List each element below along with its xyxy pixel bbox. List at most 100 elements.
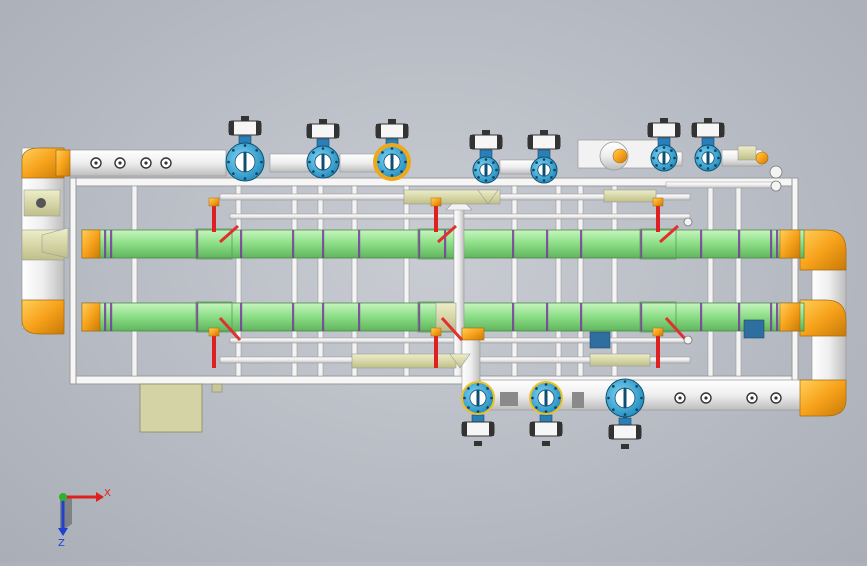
actuator-cap bbox=[675, 123, 680, 137]
flange-bolt bbox=[673, 156, 676, 160]
tube-coupling-ring bbox=[770, 230, 773, 258]
top-valve-row[interactable] bbox=[225, 116, 725, 184]
flange-bolt bbox=[227, 160, 230, 164]
valve-disc bbox=[544, 389, 548, 407]
actuator-cap bbox=[470, 135, 475, 149]
flange-bolt bbox=[492, 161, 495, 164]
flange-bolt bbox=[321, 147, 325, 150]
flange-bolt bbox=[554, 406, 557, 409]
butterfly-valve-icon[interactable] bbox=[529, 381, 563, 446]
flange-bolt bbox=[558, 396, 561, 400]
flange-bolt bbox=[670, 164, 673, 167]
actuator-cap bbox=[555, 135, 560, 149]
actuator-indicator bbox=[540, 130, 548, 135]
orientation-triad: X Z bbox=[58, 488, 111, 549]
flange-bolt bbox=[635, 385, 638, 388]
flange-bolt bbox=[640, 396, 643, 400]
tap-fitting bbox=[430, 327, 442, 337]
tube-coupling-ring bbox=[738, 303, 741, 331]
bottom-valve-row[interactable] bbox=[461, 378, 645, 449]
diagonal-sample-line bbox=[219, 224, 239, 244]
flange-bolt bbox=[699, 149, 702, 152]
red-sample-line bbox=[212, 334, 216, 368]
tube-coupling-ring bbox=[700, 303, 703, 331]
valve-disc bbox=[476, 389, 480, 407]
actuator-cap bbox=[719, 123, 724, 137]
actuator-indicator bbox=[241, 116, 249, 121]
actuator-indicator bbox=[482, 130, 490, 135]
frame bbox=[69, 177, 799, 385]
flange-bolt bbox=[544, 383, 548, 386]
valve-disc bbox=[662, 151, 666, 165]
valve-disc bbox=[390, 153, 394, 171]
flange-bolt bbox=[390, 174, 394, 177]
actuator-cap bbox=[489, 422, 494, 436]
gauge-center bbox=[704, 396, 708, 400]
small-pump-motor bbox=[589, 319, 765, 349]
flange-bolt bbox=[400, 151, 403, 154]
center-manifold bbox=[445, 195, 485, 393]
valve-disc bbox=[243, 152, 247, 172]
flange-bolt bbox=[717, 156, 720, 160]
flange-bolt bbox=[706, 146, 710, 149]
tube-coupling-ring bbox=[358, 230, 361, 258]
membrane-tube-upper[interactable] bbox=[81, 228, 805, 260]
tube-coupling-ring bbox=[358, 303, 361, 331]
tube-coupling-ring bbox=[580, 230, 583, 258]
sample-tubes bbox=[208, 197, 693, 368]
tube-coupling-ring bbox=[640, 303, 643, 331]
tap-fitting bbox=[208, 327, 220, 337]
frame-cross-member bbox=[735, 185, 742, 377]
flange-bolt bbox=[260, 160, 263, 164]
gauge-center bbox=[118, 161, 122, 165]
valve-disc bbox=[484, 163, 488, 177]
flange-bolt bbox=[308, 160, 311, 164]
tube-coupling-ring bbox=[292, 230, 295, 258]
flange-bolt bbox=[255, 149, 258, 152]
flange-bolt bbox=[542, 179, 546, 182]
butterfly-valve-icon[interactable] bbox=[527, 130, 561, 184]
heat-exchanger-coil bbox=[577, 139, 663, 171]
flange-bolt bbox=[490, 396, 493, 400]
flange-bolt bbox=[623, 380, 627, 383]
flange-bolt bbox=[550, 176, 553, 179]
frame-cross-member bbox=[131, 185, 138, 377]
flange-bolt bbox=[706, 167, 710, 170]
flange-bolt bbox=[484, 158, 488, 161]
flange-bolt bbox=[331, 170, 334, 173]
butterfly-valve-icon[interactable] bbox=[375, 119, 409, 179]
flange-bolt bbox=[612, 385, 615, 388]
gauge-center bbox=[164, 161, 168, 165]
flange-bolt bbox=[476, 410, 480, 413]
tube-coupling-ring bbox=[110, 303, 113, 331]
frame-cross-member bbox=[235, 185, 242, 377]
flange-bolt bbox=[463, 396, 466, 400]
butterfly-valve-icon[interactable] bbox=[647, 118, 681, 172]
valve-disc bbox=[321, 153, 325, 171]
tube-coupling-ring bbox=[580, 303, 583, 331]
frame-cross-member bbox=[555, 185, 562, 377]
tube-coupling-ring bbox=[322, 303, 325, 331]
actuator-cap bbox=[692, 123, 697, 137]
gauge-center bbox=[774, 396, 778, 400]
diagonal-sample-line bbox=[440, 316, 464, 342]
actuator-indicator bbox=[542, 441, 550, 446]
butterfly-valve-icon[interactable] bbox=[605, 378, 645, 449]
butterfly-valve-icon[interactable] bbox=[306, 119, 340, 179]
flange-bolt bbox=[232, 172, 235, 175]
tube-coupling-ring bbox=[700, 230, 703, 258]
butterfly-valve-icon[interactable] bbox=[469, 130, 503, 184]
tube-coupling-ring bbox=[322, 230, 325, 258]
flange-bolt bbox=[331, 151, 334, 154]
valve-flange-accent bbox=[461, 381, 495, 415]
flange-bolt bbox=[232, 149, 235, 152]
butterfly-valve-icon[interactable] bbox=[691, 118, 725, 172]
tan-fittings bbox=[351, 189, 657, 369]
top-feed-pipe bbox=[55, 149, 763, 177]
flange-bolt bbox=[535, 176, 538, 179]
flange-bolt bbox=[655, 149, 658, 152]
rail-clip bbox=[683, 217, 693, 227]
butterfly-valve-icon[interactable] bbox=[225, 116, 265, 182]
